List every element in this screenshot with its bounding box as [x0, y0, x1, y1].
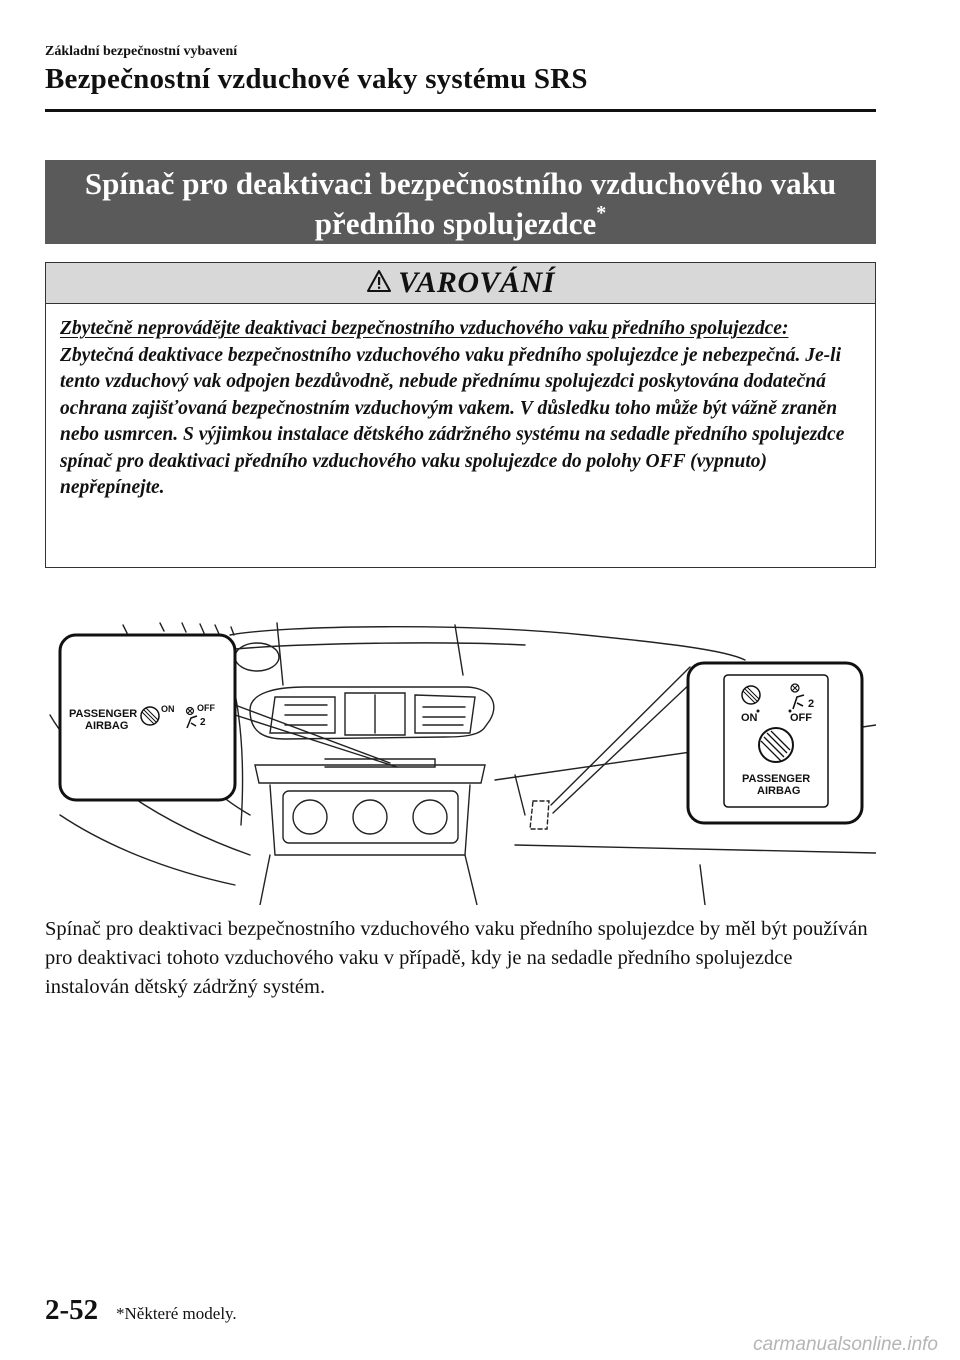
chapter-label: Základní bezpečnostní vybavení	[45, 44, 238, 59]
right-switch-knob	[758, 727, 794, 763]
warning-box: VAROVÁNÍ Zbytečně neprovádějte deaktivac…	[45, 262, 876, 568]
right-num-label: 2	[808, 698, 814, 710]
warning-text: Zbytečná deaktivace bezpečnostního vzduc…	[60, 344, 845, 499]
left-airbag-label: AIRBAG	[85, 720, 128, 732]
right-off-label: OFF	[790, 712, 812, 724]
page-number: 2-52	[45, 1294, 99, 1326]
heading-line-2: předního spolujezdce*	[45, 201, 876, 244]
left-passenger-label: PASSENGER	[69, 708, 137, 720]
right-passenger-label: PASSENGER	[742, 773, 810, 785]
warning-body: Zbytečně neprovádějte deaktivaci bezpečn…	[46, 304, 875, 502]
left-airbag-off-icon	[185, 706, 198, 729]
subsection-heading: Spínač pro deaktivaci bezpečnostního vzd…	[45, 160, 876, 244]
warning-header: VAROVÁNÍ	[46, 263, 875, 304]
right-airbag-label: AIRBAG	[757, 785, 800, 797]
right-callout: 2 ON OFF PASSENGER AIRBAG	[686, 661, 864, 825]
watermark[interactable]: carmanualsonline.info	[753, 1334, 938, 1355]
section-title: Bezpečnostní vzduchové vaky systému SRS	[45, 63, 588, 95]
left-num-label: 2	[200, 717, 206, 728]
left-off-label: OFF	[197, 703, 215, 713]
footnote: *Některé modely.	[116, 1304, 237, 1323]
heading-asterisk: *	[596, 201, 607, 224]
left-callout: PASSENGER AIRBAG ON OFF 2	[58, 633, 237, 802]
right-on-label: ON	[741, 712, 758, 724]
warning-title: VAROVÁNÍ	[398, 266, 555, 299]
warning-lead: Zbytečně neprovádějte deaktivaci bezpečn…	[60, 318, 789, 339]
heading-line-2-text: předního spolujezdce	[314, 206, 597, 241]
dashboard-illustration: PASSENGER AIRBAG ON OFF 2 2	[45, 615, 877, 906]
title-rule	[45, 109, 876, 112]
left-on-label: ON	[161, 704, 175, 714]
right-airbag-off-icon	[790, 683, 805, 710]
warning-triangle-icon	[366, 269, 392, 298]
caption: Spínač pro deaktivaci bezpečnostního vzd…	[45, 918, 868, 998]
heading-line-1: Spínač pro deaktivaci bezpečnostního vzd…	[84, 166, 837, 201]
